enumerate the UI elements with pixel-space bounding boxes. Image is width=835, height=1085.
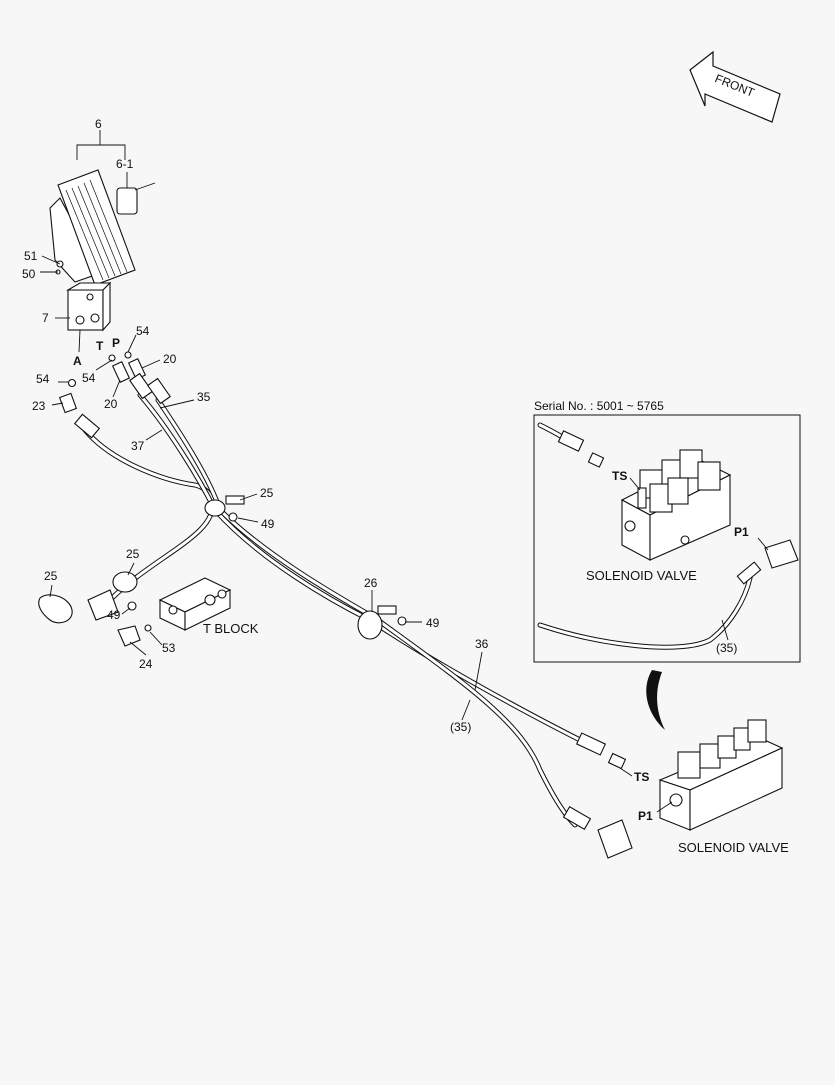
label-p: P bbox=[112, 336, 120, 350]
label-35: 35 bbox=[197, 390, 211, 404]
label-50: 50 bbox=[22, 267, 36, 281]
solenoid-valve-main bbox=[658, 719, 784, 831]
t-block bbox=[158, 577, 232, 631]
solenoid-valve-main-caption: SOLENOID VALVE bbox=[678, 840, 789, 855]
label-37: 37 bbox=[131, 439, 145, 453]
pointer-arrow-icon bbox=[646, 670, 665, 730]
label-49-b: 49 bbox=[107, 608, 121, 622]
label-25-b: 25 bbox=[126, 547, 140, 561]
label-26: 26 bbox=[364, 576, 378, 590]
label-53: 53 bbox=[162, 641, 176, 655]
label-7: 7 bbox=[42, 311, 49, 325]
label-ts-inset: TS bbox=[612, 469, 627, 483]
label-36: 36 bbox=[475, 637, 489, 651]
label-p1-main: P1 bbox=[638, 809, 653, 823]
label-a: A bbox=[73, 354, 82, 368]
label-25-a: 25 bbox=[260, 486, 274, 500]
label-6: 6 bbox=[95, 117, 102, 131]
label-35-ref: (35) bbox=[450, 720, 471, 734]
label-p1-inset: P1 bbox=[734, 525, 749, 539]
label-20-right: 20 bbox=[163, 352, 177, 366]
label-23: 23 bbox=[32, 399, 46, 413]
solenoid-valve-inset-caption: SOLENOID VALVE bbox=[586, 568, 697, 583]
clamps bbox=[38, 495, 407, 647]
label-24: 24 bbox=[139, 657, 153, 671]
label-20-bottom: 20 bbox=[104, 397, 118, 411]
hose-fittings bbox=[73, 372, 633, 859]
label-25-c: 25 bbox=[44, 569, 58, 583]
front-arrow-icon: FRONT bbox=[689, 50, 781, 123]
part-labels: 6 6-1 51 50 7 A T P 54 54 54 20 20 23 35… bbox=[22, 117, 789, 855]
label-54-mid: 54 bbox=[82, 371, 96, 385]
label-35-inset: (35) bbox=[716, 641, 737, 655]
pedal-assembly bbox=[49, 169, 156, 332]
serial-number-caption: Serial No. : 5001 ~ 5765 bbox=[534, 399, 664, 413]
label-51: 51 bbox=[24, 249, 38, 263]
label-49-a: 49 bbox=[261, 517, 275, 531]
label-t: T bbox=[96, 339, 104, 353]
label-6-1: 6-1 bbox=[116, 157, 134, 171]
serial-inset bbox=[533, 414, 801, 663]
label-49-c: 49 bbox=[426, 616, 440, 630]
label-54-left: 54 bbox=[36, 372, 50, 386]
t-block-caption: T BLOCK bbox=[203, 621, 259, 636]
leader-lines bbox=[40, 130, 769, 813]
label-54-top: 54 bbox=[136, 324, 150, 338]
label-ts-main: TS bbox=[634, 770, 649, 784]
